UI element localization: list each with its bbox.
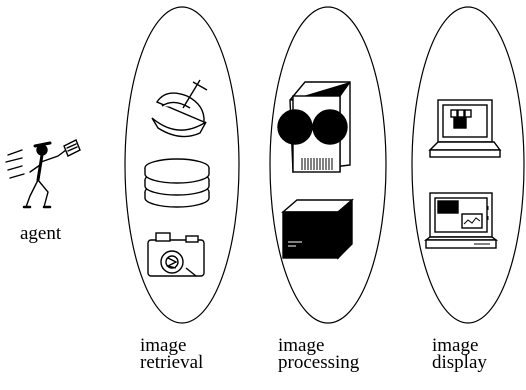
image-display-label: image display bbox=[432, 335, 487, 373]
black-box-computer-icon bbox=[281, 198, 354, 260]
satellite-dish-icon bbox=[151, 79, 208, 138]
agent-label: agent bbox=[20, 223, 62, 244]
laptop-icon bbox=[428, 99, 502, 158]
camera-icon bbox=[147, 232, 205, 277]
display-ellipse bbox=[411, 6, 525, 324]
dual-reel-computer-icon bbox=[277, 81, 351, 173]
image-retrieval-label: image retrieval bbox=[140, 335, 204, 373]
running-agent-icon bbox=[5, 139, 81, 209]
desktop-workstation-icon bbox=[423, 192, 499, 249]
processing-ellipse bbox=[269, 6, 387, 324]
retrieval-ellipse bbox=[124, 6, 240, 324]
disk-stack-icon bbox=[144, 158, 210, 208]
image-processing-label: image processing bbox=[278, 335, 360, 373]
